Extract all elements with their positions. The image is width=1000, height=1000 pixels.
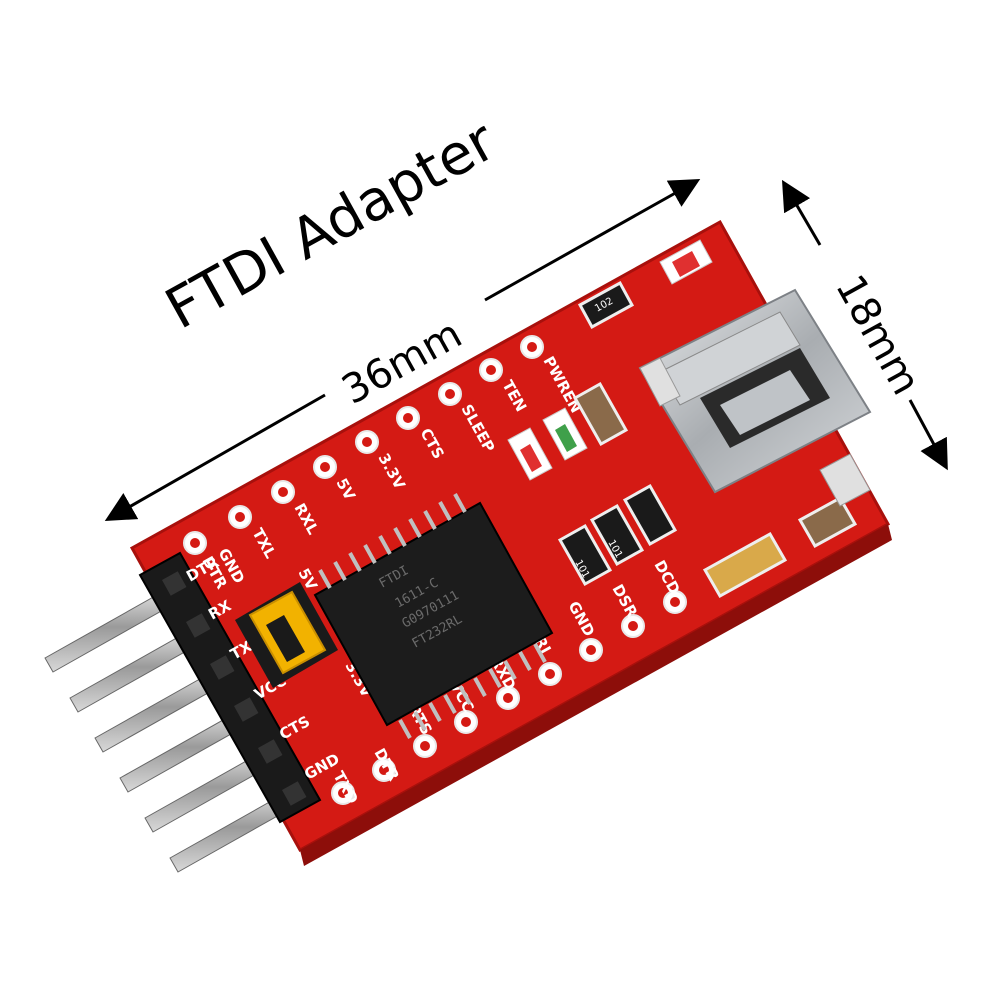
length-arrow-left (104, 393, 326, 521)
ft232rl-chip: FTDI 1611-C G0970111 FT232RL (313, 493, 554, 739)
pcb-edge (300, 524, 892, 866)
width-arrow-down (908, 399, 948, 471)
smd-components: 102 101 101 (557, 280, 858, 599)
leds (507, 239, 713, 481)
width-arrow-up (781, 179, 822, 246)
length-arrow-right (484, 179, 701, 302)
header-sockets (162, 571, 307, 806)
mini-usb-connector (638, 288, 872, 507)
title-text: FTDI Adapter (155, 108, 507, 342)
